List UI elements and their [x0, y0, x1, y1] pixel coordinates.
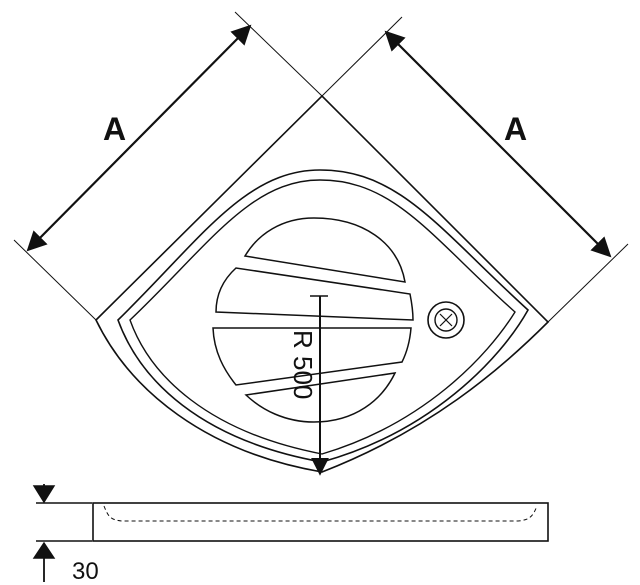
height-dimension [32, 484, 92, 582]
radius-dimension [310, 295, 329, 476]
side-elevation [92, 502, 549, 542]
dimension-label-right: A [504, 111, 527, 147]
drain-icon [427, 301, 465, 339]
radius-label: R 500 [288, 330, 318, 399]
relief-pattern [212, 217, 414, 423]
dimension-line-right [384, 30, 612, 258]
dimension-label-left: A [103, 111, 126, 147]
basin-rim-inner [129, 179, 516, 455]
height-label: 30 [72, 558, 99, 585]
dimension-lines [26, 24, 612, 258]
dimension-line-left [26, 24, 252, 252]
